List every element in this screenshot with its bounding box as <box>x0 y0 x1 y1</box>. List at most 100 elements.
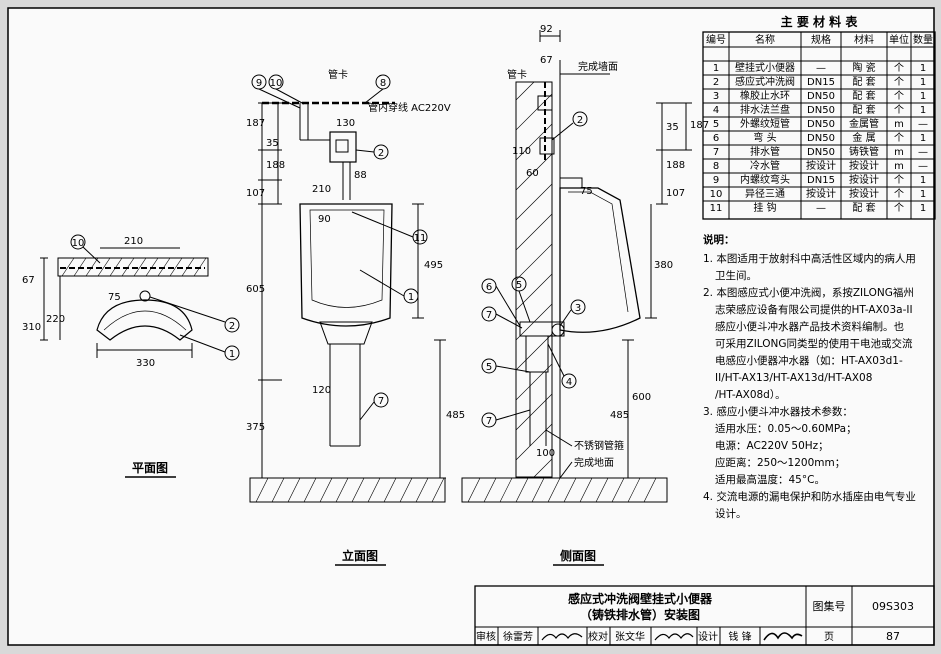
table-cell: 配 套 <box>852 201 875 214</box>
elev-dim-187: 187 <box>246 118 265 129</box>
note-line: 电感应小便器冲水器（如：HT-AX03d1- <box>715 355 903 367</box>
table-cell: — <box>918 161 928 172</box>
table-cell: 陶 瓷 <box>852 61 875 74</box>
table-cell: 挂 钩 <box>753 201 776 214</box>
table-cell: 个 <box>894 104 904 116</box>
table-cell: 排水法兰盘 <box>740 103 790 116</box>
notes-block: 说明： 1. 本图适用于放射科中高活性区域内的病人用卫生间。2. 本图感应式小便… <box>703 232 935 523</box>
elev-callout-1: 1 <box>408 292 414 303</box>
plan-dim-330: 330 <box>136 358 155 369</box>
page-number: 87 <box>886 630 900 643</box>
page-label: 页 <box>824 631 834 643</box>
side-dim-187: 187 <box>690 120 709 131</box>
side-dim-110: 110 <box>512 146 531 157</box>
side-callout-5a: 5 <box>516 280 522 291</box>
note-line: II/HT-AX13/HT-AX13d/HT-AX08 <box>715 372 873 384</box>
side-callout-6: 6 <box>486 282 492 293</box>
note-line: 3. 感应小便斗冲水器技术参数： <box>703 406 853 418</box>
table-cell: 个 <box>894 62 904 74</box>
plan-dim-67: 67 <box>22 275 35 286</box>
table-cell: 配 套 <box>852 89 875 102</box>
checker-name: 张文华 <box>615 630 645 643</box>
table-cell: m <box>894 119 904 130</box>
plan-callout-2: 2 <box>229 321 235 332</box>
design-label: 设计 <box>698 630 718 643</box>
elev-dim-605: 605 <box>246 284 265 295</box>
table-cell: 11 <box>710 203 723 214</box>
table-cell: 个 <box>894 90 904 102</box>
table-cell: 3 <box>713 91 719 102</box>
table-cell: m <box>894 147 904 158</box>
table-cell: 1 <box>920 189 926 200</box>
side-callout-2: 2 <box>577 115 583 126</box>
elev-dim-120: 120 <box>312 385 331 396</box>
table-cell: DN15 <box>807 175 835 186</box>
table-cell: 2 <box>713 77 719 88</box>
table-cell: 1 <box>920 63 926 74</box>
table-cell: 金 属 <box>852 131 875 144</box>
plan-dim-220: 220 <box>46 314 65 325</box>
table-cell: 1 <box>920 105 926 116</box>
table-cell: 按设计 <box>849 173 879 186</box>
note-line: 可采用ZILONG同类型的使用干电池或交流 <box>715 338 913 350</box>
elev-dim-107: 107 <box>246 188 265 199</box>
reviewer-name: 徐雷芳 <box>503 630 533 643</box>
table-cell: 壁挂式小便器 <box>735 61 795 74</box>
elev-callout-8: 8 <box>380 78 386 89</box>
note-line: 1. 本图适用于放射科中高活性区域内的病人用 <box>703 253 916 265</box>
material-table-header: 编号 名称 规格 材料 单位 数量 <box>706 33 933 46</box>
plan-callout-10: 10 <box>72 238 85 249</box>
elev-dim-130: 130 <box>336 118 355 129</box>
elev-callout-7: 7 <box>378 396 384 407</box>
note-line: 适用最高温度：45°C。 <box>715 474 825 486</box>
table-cell: 弯 头 <box>753 131 776 144</box>
table-cell: 4 <box>713 105 719 116</box>
table-cell: 5 <box>713 119 719 130</box>
check-label: 校对 <box>588 630 608 643</box>
note-line: 电源：AC220V 50Hz； <box>715 440 829 452</box>
side-dim-485: 485 <box>610 410 629 421</box>
plan-callout-1: 1 <box>229 349 235 360</box>
side-dim-380: 380 <box>654 260 673 271</box>
note-line: 4. 交流电源的漏电保护和防水插座由电气专业 <box>703 491 916 503</box>
note-line: 适用水压：0.05～0.60MPa； <box>715 423 857 435</box>
note-line: 卫生间。 <box>715 270 757 282</box>
table-cell: DN50 <box>807 119 835 130</box>
side-dim-100: 100 <box>536 448 555 459</box>
elev-pipe-clip-label: 管卡 <box>328 68 348 81</box>
checker-signature <box>654 633 694 641</box>
elev-callout-2: 2 <box>378 148 384 159</box>
header-cell: 名称 <box>755 33 775 46</box>
table-cell: DN50 <box>807 105 835 116</box>
table-cell: 按设计 <box>806 159 836 172</box>
side-pipe-clip-label: 管卡 <box>507 68 527 81</box>
table-cell: — <box>816 203 826 214</box>
elev-callout-10: 10 <box>270 78 283 89</box>
side-dim-188: 188 <box>666 160 685 171</box>
elev-dim-90: 90 <box>318 214 331 225</box>
table-cell: DN50 <box>807 147 835 158</box>
atlas-number: 09S303 <box>872 600 914 613</box>
side-dim-60: 60 <box>526 168 539 179</box>
note-line: 应距离：250～1200mm； <box>715 457 846 469</box>
elev-callout-11: 11 <box>414 233 427 244</box>
elev-dim-188: 188 <box>266 160 285 171</box>
elev-dim-35: 35 <box>266 138 279 149</box>
table-cell: 橡胶止水环 <box>740 89 790 102</box>
elev-dim-375: 375 <box>246 422 265 433</box>
table-cell: 1 <box>920 175 926 186</box>
elevation-view-title: 立面图 <box>342 548 378 563</box>
side-dim-600: 600 <box>632 392 651 403</box>
elevation-view <box>249 74 446 503</box>
table-cell: — <box>918 119 928 130</box>
side-dim-75: 75 <box>580 186 593 197</box>
title-block-grid <box>474 585 935 646</box>
table-cell: 按设计 <box>806 187 836 200</box>
table-cell: 10 <box>710 189 723 200</box>
table-cell: 1 <box>713 63 719 74</box>
table-cell: 配 套 <box>852 75 875 88</box>
table-cell: 7 <box>713 147 719 158</box>
table-cell: 1 <box>920 91 926 102</box>
